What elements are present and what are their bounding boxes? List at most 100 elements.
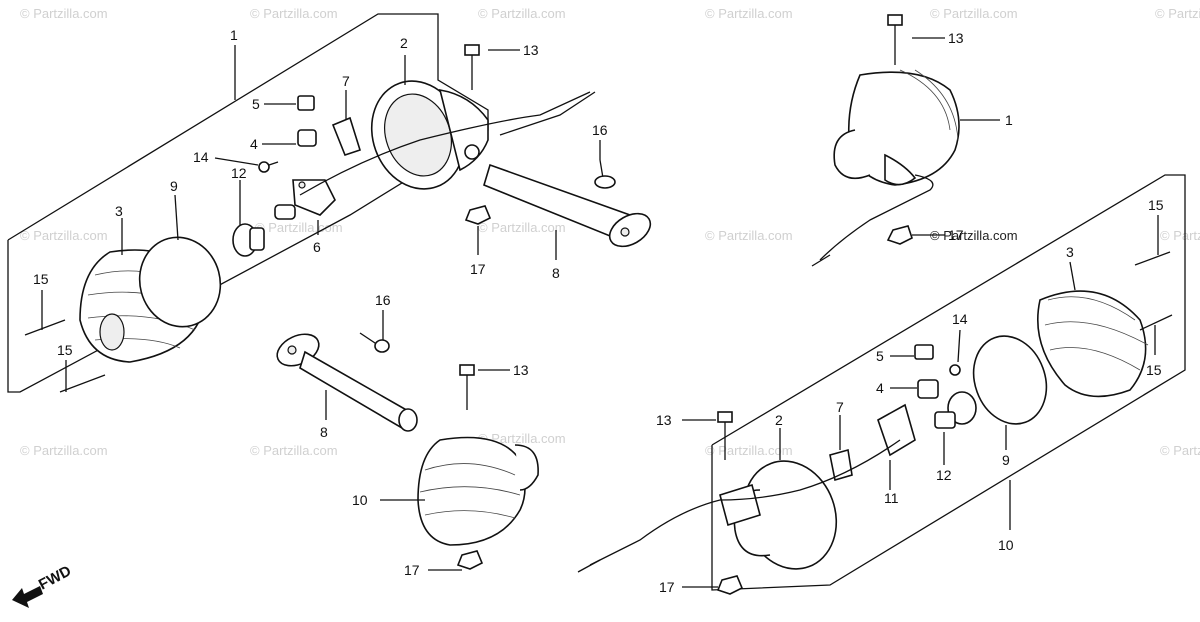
lens-screw-part bbox=[1134, 251, 1171, 266]
callout-7: 7 bbox=[342, 73, 350, 89]
clamp-part bbox=[331, 116, 361, 156]
leader-line bbox=[1069, 261, 1076, 291]
signal-lens-part bbox=[1037, 290, 1149, 398]
nut-part bbox=[886, 225, 913, 245]
callout-11: 11 bbox=[884, 490, 899, 506]
watermark-text: © Partzilla.com bbox=[478, 431, 566, 446]
nut-part bbox=[716, 575, 744, 595]
callout-9: 9 bbox=[1002, 452, 1010, 468]
grommet-part bbox=[917, 379, 939, 399]
callout-10: 10 bbox=[352, 492, 368, 508]
callout-3: 3 bbox=[1066, 244, 1074, 260]
watermark-text: © Partzilla.com bbox=[930, 6, 1018, 21]
stay-bolt-part bbox=[594, 159, 616, 189]
callout-2: 2 bbox=[400, 35, 408, 51]
watermark-text: © Partzilla.com bbox=[250, 443, 338, 458]
callout-13: 13 bbox=[513, 362, 529, 378]
callout-4: 4 bbox=[250, 136, 258, 152]
mount-bolt-part bbox=[717, 411, 733, 460]
callout-15: 15 bbox=[1146, 362, 1162, 378]
lens-screw-part bbox=[59, 374, 106, 393]
leader-line bbox=[174, 194, 179, 241]
washer-part bbox=[297, 95, 315, 111]
mount-bolt-part bbox=[464, 44, 480, 90]
watermark-text: © Partzilla.com bbox=[1160, 443, 1200, 458]
watermark-text: © Partzilla.com bbox=[705, 443, 793, 458]
callout-2: 2 bbox=[775, 412, 783, 428]
washer-part bbox=[914, 344, 934, 360]
watermark-text: © Partzilla.com bbox=[1160, 228, 1200, 243]
rear-signal-stay-assembly: 8 10 13 16 17 FWD bbox=[12, 292, 539, 608]
callout-14: 14 bbox=[952, 311, 968, 327]
bulb-part bbox=[934, 391, 977, 429]
callout-1: 1 bbox=[230, 27, 238, 43]
watermark-text: © Partzilla.com bbox=[705, 6, 793, 21]
mount-stay-part bbox=[276, 333, 418, 432]
lens-screw-part bbox=[1139, 314, 1173, 331]
callout-15: 15 bbox=[33, 271, 49, 287]
callout-10: 10 bbox=[998, 537, 1014, 553]
watermark-text: © Partzilla.com bbox=[20, 228, 108, 243]
watermark-text: © Partzilla.com bbox=[478, 6, 566, 21]
callout-7: 7 bbox=[836, 399, 844, 415]
leader-line bbox=[214, 157, 259, 166]
callout-5: 5 bbox=[252, 96, 260, 112]
mount-bolt-part bbox=[887, 14, 903, 65]
signal-unit-part bbox=[833, 69, 960, 186]
callout-3: 3 bbox=[115, 203, 123, 219]
watermark-text: © Partzilla.com bbox=[255, 220, 343, 235]
watermark-text: © Partzilla.com bbox=[20, 6, 108, 21]
callout-8: 8 bbox=[320, 424, 328, 440]
wire-connector bbox=[577, 559, 601, 573]
callout-17: 17 bbox=[404, 562, 420, 578]
signal-housing-part bbox=[370, 80, 489, 190]
callout-8: 8 bbox=[552, 265, 560, 281]
socket-part bbox=[274, 179, 336, 220]
clamp-part bbox=[829, 448, 853, 482]
callout-16: 16 bbox=[592, 122, 608, 138]
mount-bolt-part bbox=[459, 364, 475, 410]
leader-line bbox=[957, 329, 961, 363]
wire-connector bbox=[811, 254, 831, 267]
callout-13: 13 bbox=[948, 30, 964, 46]
callout-1: 1 bbox=[1005, 112, 1013, 128]
callout-13: 13 bbox=[523, 42, 539, 58]
callout-13: 13 bbox=[656, 412, 672, 428]
watermark-text: © Partzilla.com bbox=[250, 6, 338, 21]
grommet-part bbox=[297, 129, 317, 147]
forward-direction-arrow-icon: FWD bbox=[12, 562, 74, 608]
fwd-label: FWD bbox=[36, 562, 74, 593]
bulb-part bbox=[232, 223, 265, 257]
callout-5: 5 bbox=[876, 348, 884, 364]
watermarks: © Partzilla.com © Partzilla.com © Partzi… bbox=[20, 6, 1200, 458]
lens-gasket-part bbox=[972, 335, 1048, 425]
front-left-turn-signal-assembly: 1 2 3 4 5 6 7 8 9 12 13 14 15 15 16 17 bbox=[7, 13, 652, 393]
nut-part bbox=[456, 550, 484, 570]
assembly-outline bbox=[711, 174, 1186, 591]
watermark-text: © Partzilla.com bbox=[1155, 6, 1200, 21]
callout-17: 17 bbox=[659, 579, 675, 595]
screw-part bbox=[949, 364, 961, 376]
callout-4: 4 bbox=[876, 380, 884, 396]
socket-part bbox=[877, 403, 916, 457]
watermark-text: © Partzilla.com bbox=[478, 220, 566, 235]
right-signal-assembly: 1 13 17 bbox=[811, 14, 1013, 267]
watermark-text: © Partzilla.com bbox=[705, 228, 793, 243]
wire-harness bbox=[299, 91, 591, 196]
signal-unit-part bbox=[417, 436, 539, 546]
screw-part bbox=[258, 161, 279, 173]
signal-housing-part bbox=[719, 460, 838, 570]
callout-17: 17 bbox=[948, 227, 964, 243]
lens-gasket-part bbox=[138, 236, 222, 328]
callout-17: 17 bbox=[470, 261, 486, 277]
nut-part bbox=[464, 205, 492, 225]
rear-right-turn-signal-assembly: 3 15 15 14 5 4 7 2 13 11 12 9 10 17 bbox=[577, 174, 1186, 595]
callout-6: 6 bbox=[313, 239, 321, 255]
wire-harness bbox=[589, 439, 901, 566]
wire-harness bbox=[499, 91, 596, 136]
mount-stay-part bbox=[483, 163, 652, 248]
watermark-text: © Partzilla.com bbox=[930, 228, 1018, 243]
callout-16: 16 bbox=[375, 292, 391, 308]
callout-15: 15 bbox=[57, 342, 73, 358]
